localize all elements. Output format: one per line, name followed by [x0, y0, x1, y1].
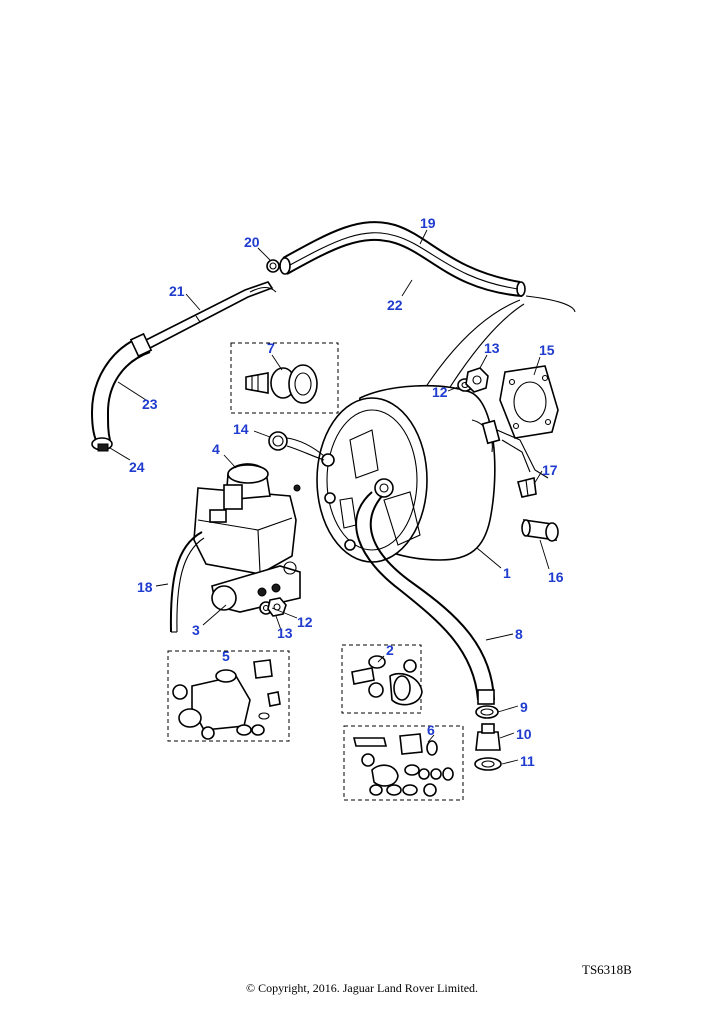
grommet-14	[268, 431, 325, 461]
reservoir-kit-5	[172, 659, 281, 740]
callout-22: 22	[387, 297, 403, 313]
adaptor-10	[475, 723, 501, 751]
hose-23	[90, 332, 153, 445]
callout-14: 14	[233, 421, 249, 437]
gasket-15	[499, 365, 559, 439]
brake-servo-booster-1	[316, 385, 501, 563]
vacuum-hose-19-22	[279, 221, 526, 297]
repair-kit-6	[352, 733, 454, 797]
callout-18: 18	[137, 579, 153, 595]
check-valve-7	[245, 364, 318, 404]
leader-lines	[109, 229, 550, 765]
callout-13-upper: 13	[484, 340, 500, 356]
callout-2: 2	[386, 642, 394, 658]
callout-12-upper: 12	[432, 384, 448, 400]
callout-21: 21	[169, 283, 185, 299]
clip-17	[517, 477, 537, 498]
callout-20: 20	[244, 234, 260, 250]
illustration-reference-code: TS6318B	[582, 962, 632, 977]
hose-18	[169, 531, 205, 633]
nut-13-lower	[267, 597, 287, 617]
callout-10: 10	[516, 726, 532, 742]
clip-9	[475, 705, 499, 719]
callout-3: 3	[192, 622, 200, 638]
vacuum-hose-8	[355, 491, 495, 705]
kit-box-7	[230, 342, 339, 414]
callout-19: 19	[420, 215, 436, 231]
copyright-notice: © Copyright, 2016. Jaguar Land Rover Lim…	[245, 981, 479, 995]
hose-clip-20	[266, 259, 280, 273]
hose-clip-24	[91, 437, 113, 452]
callout-9: 9	[520, 699, 528, 715]
callout-4: 4	[212, 441, 220, 457]
seal-kit-2	[351, 655, 423, 706]
callout-15: 15	[539, 342, 555, 358]
callout-17: 17	[542, 462, 558, 478]
pushrod-clevis	[496, 429, 549, 479]
pin-16	[521, 519, 559, 542]
fluid-reservoir-4	[193, 463, 301, 575]
kit-box-6	[343, 725, 464, 801]
callout-6: 6	[427, 722, 435, 738]
callout-12-lower: 12	[297, 614, 313, 630]
callout-5: 5	[222, 648, 230, 664]
washer-11	[474, 757, 502, 771]
nut-13-upper	[465, 367, 489, 393]
vacuum-pipe-21	[144, 281, 277, 350]
callout-23: 23	[142, 396, 158, 412]
callout-16: 16	[548, 569, 564, 585]
callout-labels: 1 2 3 4 5 6 7 8 9 10 11 12 12 13 13 14 1…	[129, 215, 564, 769]
callout-8: 8	[515, 626, 523, 642]
kit-box-2	[341, 644, 422, 714]
callout-13-lower: 13	[277, 625, 293, 641]
callout-24: 24	[129, 459, 145, 475]
callout-1: 1	[503, 565, 511, 581]
callout-11: 11	[520, 753, 535, 769]
callout-7: 7	[267, 340, 275, 356]
